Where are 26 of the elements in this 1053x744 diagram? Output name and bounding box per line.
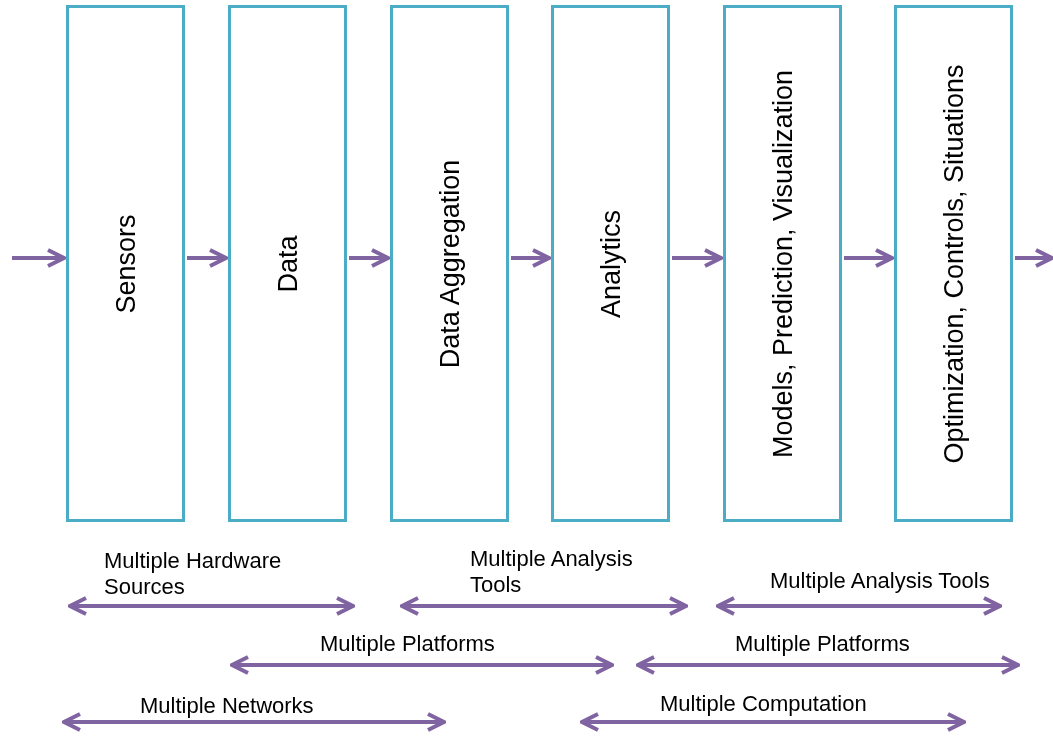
arrow xyxy=(672,248,723,268)
process-box xyxy=(551,5,670,522)
arrow xyxy=(12,248,66,268)
range-label: Multiple Computation xyxy=(660,691,868,717)
box-label: Sensors xyxy=(109,213,142,314)
process-box xyxy=(228,5,347,522)
arrow xyxy=(187,248,228,268)
arrow xyxy=(349,248,390,268)
box-label: Analytics xyxy=(594,209,627,318)
arrow xyxy=(511,248,551,268)
range-label: Multiple Platforms xyxy=(320,631,496,657)
arrow xyxy=(1015,248,1053,268)
range-label: Multiple Analysis Tools xyxy=(770,568,991,594)
box-label: Data xyxy=(271,235,304,293)
box-label: Models, Prediction, Visualization xyxy=(766,69,799,458)
process-box xyxy=(66,5,185,522)
arrow xyxy=(844,248,894,268)
process-box xyxy=(894,5,1013,522)
range-label: Multiple Hardware Sources xyxy=(104,548,283,600)
box-label: Optimization, Controls, Situations xyxy=(937,63,970,464)
range-label: Multiple Platforms xyxy=(735,631,911,657)
process-box xyxy=(390,5,509,522)
box-label: Data Aggregation xyxy=(433,159,466,368)
range-label: Multiple Analysis Tools xyxy=(470,546,634,598)
range-label: Multiple Networks xyxy=(140,693,315,719)
process-box xyxy=(723,5,842,522)
